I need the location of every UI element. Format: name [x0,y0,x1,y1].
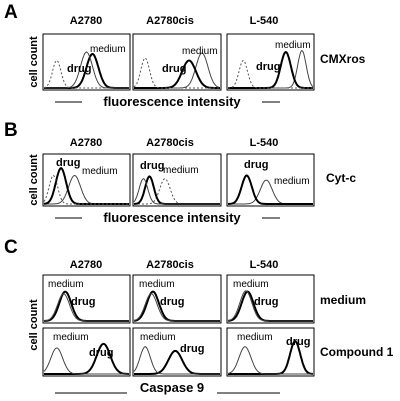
panel-c-row-label-medium: medium [320,293,366,307]
panel-b-col-a2780cis: A2780cis [146,137,194,149]
histogram-frame [226,33,315,91]
histogram-curve-bold [227,174,313,205]
histogram-curve-solid [43,347,129,375]
annotation-medium: medium [163,165,199,176]
annotation-drug: drug [244,159,268,171]
histogram-curve-solid [227,290,313,322]
panel-a-x-label-background [82,93,262,111]
histogram-curve-dotted [43,60,129,89]
panel-a-label: A [4,2,18,23]
histogram-frame [132,33,222,91]
panel-b-col-a2780: A2780 [70,137,102,149]
panel-a-y-label: cell count [28,36,40,88]
panel-a: A A2780 A2780cis L-540 cell count medium… [4,2,366,111]
panel-c-x-label-background [127,381,217,397]
panel-c-row-label-compound-1: Compound 1 [320,345,394,359]
histogram-curve-solid [227,346,313,375]
histogram-curve-bold [44,342,129,375]
annotation-drug: drug [89,347,113,359]
histogram-curve-bold [134,59,220,89]
panel-a-row-label-cmxros: CMXros [320,52,366,66]
panel-c-x-label: Caspase 9 [140,380,204,395]
histogram-curve-bold [133,175,220,205]
histogram-curve-solid [133,293,220,322]
panel-b-x-label: fluorescence intensity [103,210,241,225]
histogram-curve-solid [44,51,129,89]
panel-b-x-label-background [82,209,262,227]
annotation-drug: drug [180,343,204,355]
histogram-frame [132,327,222,377]
panel-a-col-a2780cis: A2780cis [146,15,194,27]
annotation-medium: medium [48,279,84,290]
histogram-frame [132,153,222,207]
histogram-frame [42,33,131,91]
panel-b-y-label: cell count [28,154,40,206]
annotation-drug: drug [286,336,310,348]
annotation-drug: drug [140,160,164,172]
annotation-medium: medium [140,332,176,343]
annotation-medium: medium [82,166,118,177]
annotation-medium: medium [233,279,269,290]
histogram-frame [42,327,131,377]
histogram-curve-dotted [227,59,313,89]
histogram-frame [226,274,315,324]
histogram-curve-dotted [43,174,129,205]
histogram-curve-dotted [134,178,220,205]
annotation-drug: drug [67,63,91,75]
histogram-frame [42,274,131,324]
histogram-frame [42,153,131,207]
annotation-drug: drug [56,157,80,169]
panel-c-label: C [4,237,18,258]
annotation-drug: drug [254,296,278,308]
annotation-medium: medium [182,46,218,57]
annotation-drug: drug [256,61,280,73]
panel-c-col-l540: L-540 [250,259,279,271]
annotation-medium: medium [53,332,89,343]
annotation-medium: medium [237,332,273,343]
histogram-curve-solid [133,346,220,375]
histogram-curve-solid [43,293,129,322]
histogram-frame [132,274,222,324]
histogram-frame [226,327,315,377]
annotation-drug: drug [160,296,184,308]
annotation-drug: drug [71,296,95,308]
annotation-medium: medium [90,44,126,55]
panel-c-col-a2780: A2780 [70,259,102,271]
panel-b-col-l540: L-540 [250,137,279,149]
annotation-medium: medium [275,40,311,51]
panel-c-y-label: cell count [28,299,40,351]
panel-b-label: B [4,120,18,141]
annotation-drug: drug [162,63,186,75]
histogram-curve-bold [134,349,220,375]
panel-a-x-label: fluorescence intensity [103,94,241,109]
histogram-curve-bold [228,50,313,89]
annotation-medium: medium [139,279,175,290]
panel-a-col-a2780: A2780 [70,15,102,27]
panel-a-col-l540: L-540 [250,15,279,27]
panel-b-row-label-cytc: Cyt-c [326,171,356,185]
histogram-curve-dotted [133,57,220,89]
panel-c: C A2780 A2780cis L-540 cell count medium… [4,237,394,397]
histogram-curve-solid [133,178,220,205]
panel-b: B A2780 A2780cis L-540 cell count drug m… [4,120,356,227]
annotation-medium: medium [274,176,310,187]
panel-c-col-a2780cis: A2780cis [146,259,194,271]
histogram-frame [226,153,315,207]
